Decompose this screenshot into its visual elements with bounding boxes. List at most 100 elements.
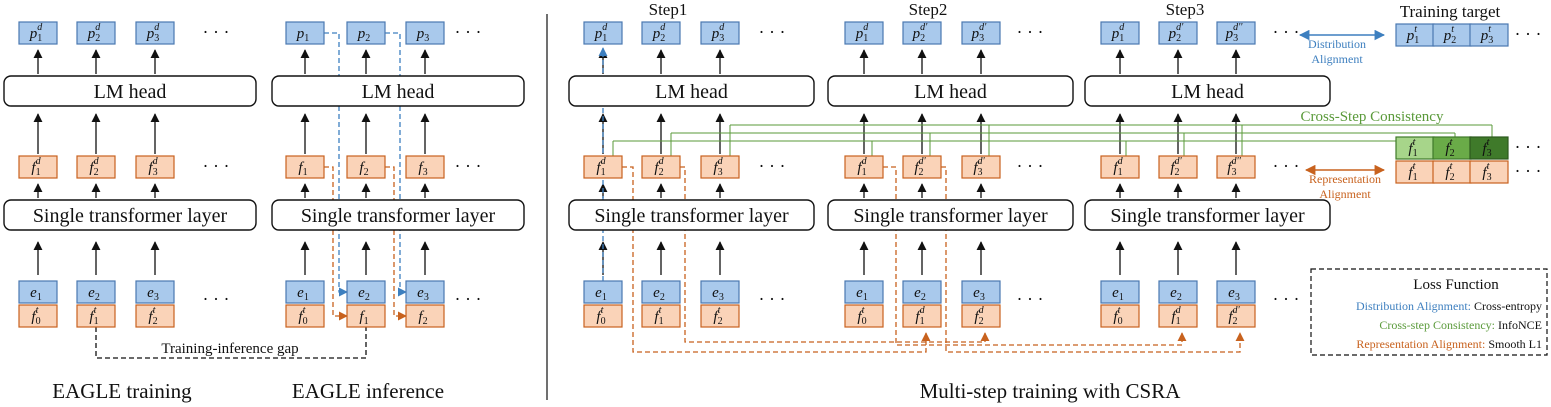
eagle-inference-f-2-label: f2 xyxy=(359,160,368,178)
step3-fb-3 xyxy=(1216,304,1256,328)
step3-fb-1 xyxy=(1100,304,1140,328)
eagle-inference-p-2-label: p2 xyxy=(357,26,371,44)
eagle-training-ellipsis-f: · · · xyxy=(203,156,230,176)
step1-f-1 xyxy=(583,155,623,179)
step1-ellipsis-p: · · · xyxy=(759,22,786,42)
step2-f-2 xyxy=(902,155,942,179)
step-label-3: Step3 xyxy=(1166,0,1205,19)
step3-transformer-layer xyxy=(1084,199,1331,231)
eagle-inference-p-3-label: p3 xyxy=(416,26,430,44)
cross-step-consistency-label: Cross-Step Consistency xyxy=(1301,109,1444,125)
eagle-inference-transformer-layer-label: Single transformer layer xyxy=(301,205,496,227)
step2-ellipsis-p: · · · xyxy=(1017,22,1044,42)
eagle-inference-lm-head xyxy=(271,75,525,107)
step2-e-3-label: e3 xyxy=(973,285,985,303)
loss-items: Distribution Alignment: Cross-entropyCro… xyxy=(1356,299,1542,351)
step1-p-1 xyxy=(583,21,623,45)
inference-p2-to-e3 xyxy=(385,32,407,297)
eagle-training-p-1 xyxy=(18,21,58,45)
target-f-green-2-label: f2t xyxy=(1445,137,1454,159)
step1-f-2-label: f2d xyxy=(654,156,664,178)
target-f-green-1-label: f1t xyxy=(1408,137,1417,159)
step1-f-1-label: f1d xyxy=(596,156,606,178)
eagle-training-p-2-label: p2d xyxy=(87,22,102,44)
step3-ellipsis-p: · · · xyxy=(1273,22,1300,42)
eagle-training-fb-2-label: f1t xyxy=(89,305,98,327)
eagle-inference-transformer-layer xyxy=(271,199,525,231)
loss-function-box: Loss Function . Distribution Alignment: … xyxy=(1310,268,1548,356)
inference-f2-to-fb3 xyxy=(385,166,407,321)
step2-transformer-layer-label: Single transformer layer xyxy=(853,205,1048,227)
step3-ellipsis-f: · · · xyxy=(1273,156,1300,176)
step3-lm-head-label: LM head xyxy=(1171,81,1244,103)
step3-p-3-label: p3d'' xyxy=(1225,22,1244,44)
eagle-training-f-2-label: f2d xyxy=(89,156,99,178)
eagle-training-fb-1 xyxy=(18,304,58,328)
step3-ellipsis-e: · · · xyxy=(1273,289,1300,309)
eagle-training-f-2 xyxy=(76,155,116,179)
eagle-inference-f-2 xyxy=(346,155,386,179)
step1-ellipsis-e: · · · xyxy=(759,289,786,309)
step2-p-3 xyxy=(961,21,1001,45)
eagle-training-lm-head xyxy=(3,75,257,107)
step2-p-2-label: p2d' xyxy=(912,22,929,44)
eagle-inference-fb-3-label: f2 xyxy=(418,309,427,327)
step3-transformer-layer-label: Single transformer layer xyxy=(1110,205,1305,227)
eagle-inference-ellipsis-f: · · · xyxy=(455,156,482,176)
target-p-2-label: p2t xyxy=(1443,24,1457,46)
training-inference-gap-bracket xyxy=(95,327,367,359)
eagle-training-f-1-label: f1d xyxy=(31,156,41,178)
eagle-inference-f-1-label: f1 xyxy=(298,160,307,178)
eagle-inference-e-2-label: e2 xyxy=(358,285,370,303)
target-f-green-3 xyxy=(1469,136,1509,160)
step3-e-2-label: e2 xyxy=(1170,285,1182,303)
step1-fb-1-label: f0t xyxy=(596,305,605,327)
step2-ellipsis-e: · · · xyxy=(1017,289,1044,309)
eagle-inference-fb-2-label: f1 xyxy=(359,309,368,327)
loss-item-distribution: . xyxy=(1539,278,1542,292)
step2-e-3 xyxy=(961,280,1001,304)
step3-f-2 xyxy=(1158,155,1198,179)
step1-f-3-label: f3d xyxy=(713,156,723,178)
step1-p-3 xyxy=(700,21,740,45)
step2-f-3 xyxy=(961,155,1001,179)
step1-e-1 xyxy=(583,280,623,304)
step3-fb-2-label: f1d xyxy=(1171,305,1181,327)
step1-f-3 xyxy=(700,155,740,179)
eagle-inference-fb-1-label: f0t xyxy=(298,305,307,327)
step2-fb-1 xyxy=(844,304,884,328)
eagle-inference-lm-head-label: LM head xyxy=(362,81,435,103)
eagle-inference-p-2 xyxy=(346,21,386,45)
eagle-training-p-1-label: p1d xyxy=(29,22,44,44)
eagle-inference-p-1-label: p1 xyxy=(296,26,310,44)
step2-f-1-label: f1d xyxy=(857,156,867,178)
eagle-training-ellipsis-e: · · · xyxy=(203,289,230,309)
eagle-training-fb-1-label: f0t xyxy=(31,305,40,327)
loss-item-3: Representation Alignment: Smooth L1 xyxy=(1356,337,1542,351)
eagle-training-fb-3 xyxy=(135,304,175,328)
eagle-inference-f-3 xyxy=(405,155,445,179)
step1-p-1-label: p1d xyxy=(594,22,609,44)
step2-lm-head-label: LM head xyxy=(914,81,987,103)
eagle-inference-e-3-label: e3 xyxy=(417,285,429,303)
step2-f-2-label: f2d' xyxy=(914,156,926,178)
eagle-inference-e-1 xyxy=(285,280,325,304)
eagle-inference-f-3-label: f3 xyxy=(418,160,427,178)
distribution-alignment-label-2: Alignment xyxy=(1311,52,1363,66)
target-ellipsis-p: · · · xyxy=(1515,24,1542,44)
section-label-eagle-training: EAGLE training xyxy=(52,379,192,403)
loss-function-title: Loss Function xyxy=(1413,277,1499,293)
step1-p-3-label: p3d xyxy=(711,22,726,44)
eagle-inference-e-2 xyxy=(346,280,386,304)
step2-p-1 xyxy=(844,21,884,45)
eagle-inference-p-1 xyxy=(285,21,325,45)
eagle-training-transformer-layer-label: Single transformer layer xyxy=(33,205,228,227)
eagle-training-fb-2 xyxy=(76,304,116,328)
target-ellipsis-fg: · · · xyxy=(1515,137,1542,157)
eagle-training-lm-head-label: LM head xyxy=(94,81,167,103)
step1-fb-1 xyxy=(583,304,623,328)
eagle-training-e-3 xyxy=(135,280,175,304)
step2-fb-1-label: f0t xyxy=(857,305,866,327)
eagle-inference-fb-1 xyxy=(285,304,325,328)
